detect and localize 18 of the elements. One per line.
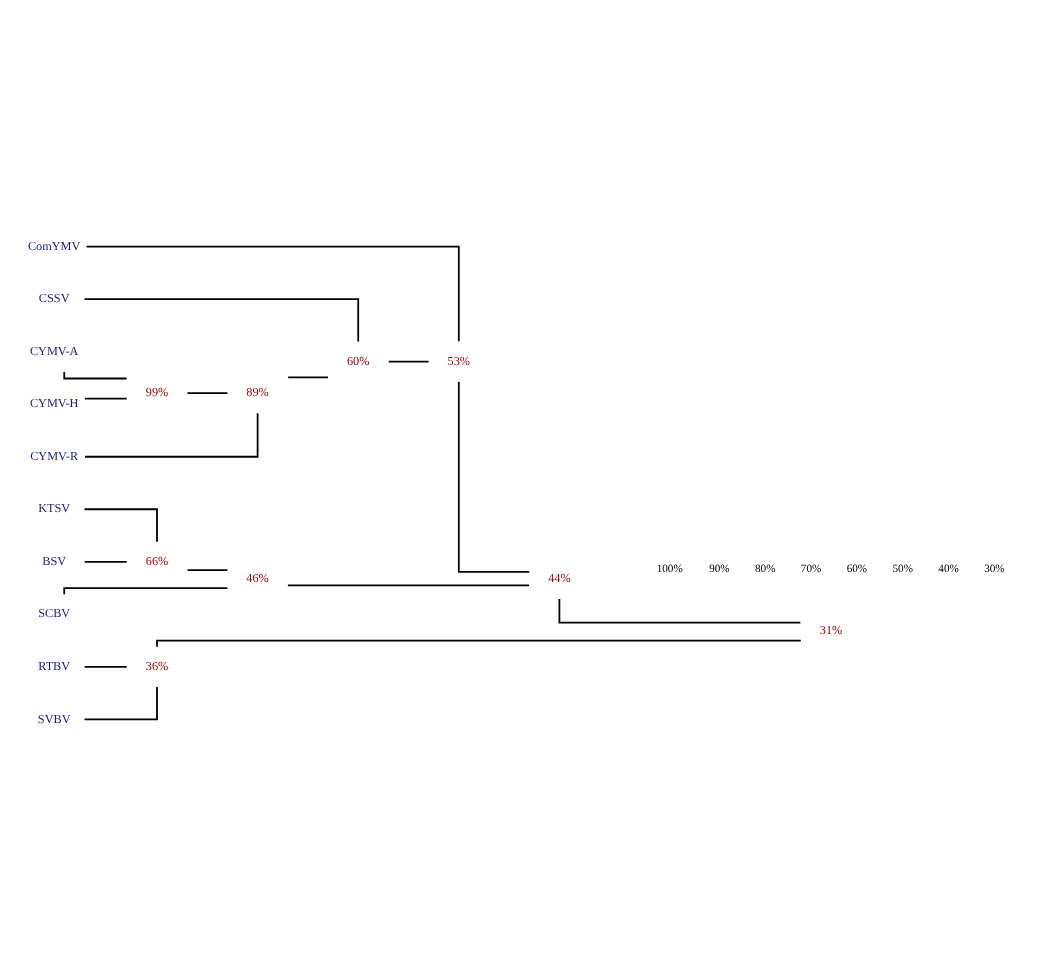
connector: [156, 639, 802, 648]
connector: [387, 360, 430, 363]
connector: [558, 598, 802, 624]
connector: [63, 587, 229, 596]
connector: [84, 397, 128, 400]
connector: [83, 298, 360, 343]
connector: [186, 569, 229, 572]
connector: [83, 508, 158, 543]
connector: [85, 245, 460, 343]
connector: [83, 560, 128, 563]
connector: [84, 412, 259, 458]
connector: [63, 371, 128, 380]
connector: [287, 376, 329, 379]
connector: [83, 686, 158, 721]
connector: [287, 584, 530, 587]
connector: [457, 381, 531, 573]
connector: [83, 665, 128, 668]
connector: [186, 392, 229, 394]
